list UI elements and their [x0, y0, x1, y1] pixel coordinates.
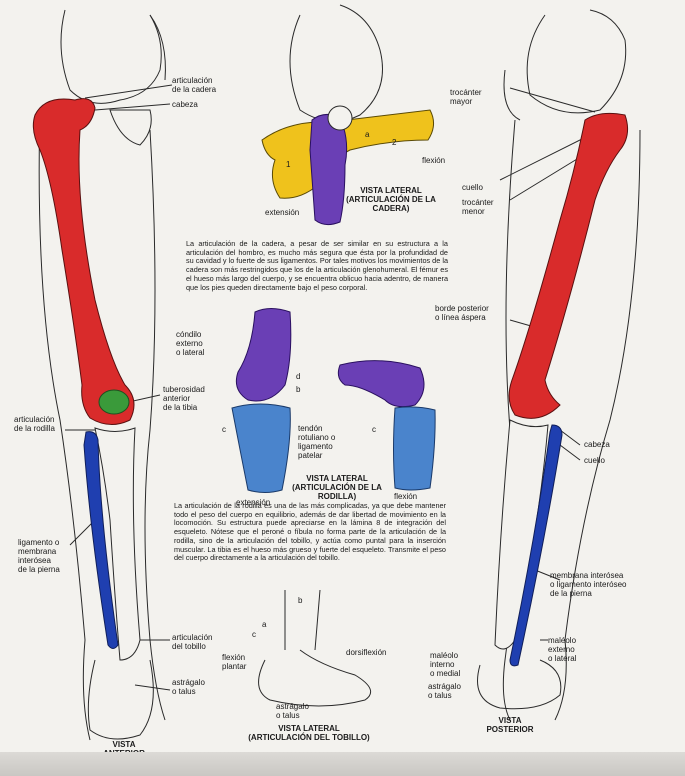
label-dorsiflexion: dorsiflexión [346, 648, 386, 657]
femur-knee-lateral-right [338, 361, 424, 407]
femur-anterior [33, 99, 134, 425]
label-lateral-condyle: cóndilo externo o lateral [176, 330, 204, 357]
hip-view-title: VISTA LATERAL (ARTICULACIÓN DE LA CADERA… [336, 186, 446, 213]
label-interosseous-membrane-left: ligamento o membrana interósea de la pie… [18, 538, 60, 574]
hip-marker-1: 1 [286, 160, 290, 169]
label-lateral-malleolus: maléolo externo o lateral [548, 636, 576, 663]
foot-posterior [478, 660, 561, 709]
foot-anterior [88, 660, 153, 739]
tibia-knee-lateral-right [394, 407, 436, 490]
label-knee-flexion: flexión [394, 492, 417, 501]
label-linea-aspera: borde posterior o línea áspera [435, 304, 489, 322]
hip-marker-a: a [365, 130, 369, 139]
label-femur-neck: cuello [462, 183, 483, 192]
ankle-marker-b: b [298, 596, 302, 605]
label-greater-trochanter: trocánter mayor [450, 88, 482, 106]
ankle-marker-a: a [262, 620, 266, 629]
page-bottom-shadow [0, 752, 685, 776]
label-tibial-tuberosity: tuberosidad anterior de la tibia [163, 385, 205, 412]
label-patellar-tendon: tendón rotuliano o ligamento patelar [298, 424, 335, 460]
knee-marker-b: b [296, 385, 300, 394]
knee-marker-c-right: c [372, 425, 376, 434]
label-lesser-trochanter: trocánter menor [462, 198, 494, 216]
label-hip-extension: extensión [265, 208, 299, 217]
label-fibula-neck: cuello [584, 456, 605, 465]
label-hip-joint: articulación de la cadera [172, 76, 216, 94]
knee-marker-c-left: c [222, 425, 226, 434]
ankle-lateral-outline [259, 650, 371, 706]
femur-knee-lateral-left [236, 309, 290, 402]
knee-paragraph: La articulación de la rodilla es una de … [174, 502, 446, 563]
label-fibula-head: cabeza [584, 440, 610, 449]
femoral-head-lateral [328, 106, 352, 130]
caption-posterior-view: VISTA POSTERIOR [470, 716, 550, 734]
knee-view-title: VISTA LATERAL (ARTICULACIÓN DE LA RODILL… [282, 474, 392, 501]
hip-paragraph: La articulación de la cadera, a pesar de… [186, 240, 448, 292]
label-medial-malleolus: maléolo interno o medial [430, 651, 460, 678]
label-talus-left: astrágalo o talus [172, 678, 205, 696]
label-ankle-joint: articulación del tobillo [172, 633, 212, 651]
pelvis-lateral-outline [290, 5, 383, 121]
knee-marker-d: d [296, 372, 300, 381]
label-hip-flexion: flexión [422, 156, 445, 165]
label-talus-center: astrágalo o talus [276, 702, 309, 720]
ankle-marker-c: c [252, 630, 256, 639]
label-plantar-flexion: flexión plantar [222, 653, 246, 671]
label-knee-joint: articulación de la rodilla [14, 415, 55, 433]
label-hip-head: cabeza [172, 100, 198, 109]
ankle-view-title: VISTA LATERAL (ARTICULACIÓN DEL TOBILLO) [234, 724, 384, 742]
patella-anterior [99, 390, 129, 414]
hip-marker-2: 2 [392, 138, 396, 147]
label-interosseous-membrane-right: membrana interósea o ligamento interóseo… [550, 571, 627, 598]
label-talus-right: astrágalo o talus [428, 682, 461, 700]
femur-posterior [509, 113, 627, 418]
